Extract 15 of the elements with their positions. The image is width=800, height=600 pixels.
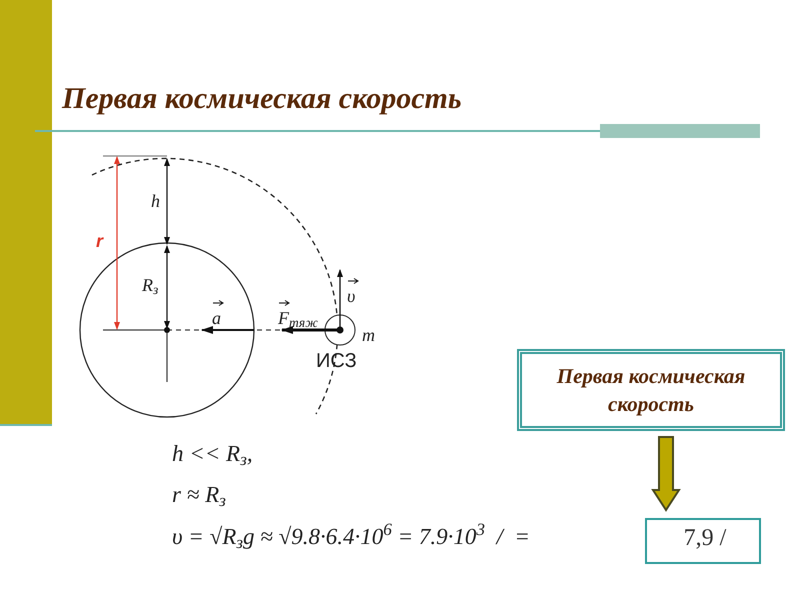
satellite-label: ИСЗ — [316, 350, 357, 372]
variable-label: h — [151, 191, 160, 211]
block-arrow — [651, 436, 681, 512]
vector-label: F$_{тяж}$ — [278, 308, 318, 328]
term-box: Первая космическая скорость — [517, 349, 785, 431]
vector-label: a — [212, 308, 221, 328]
variable-label: R$_{з}$ — [142, 275, 158, 295]
radius-label: r — [96, 231, 104, 251]
result-box: 7,9 / — [645, 518, 761, 564]
formula: h << R$_{з}$, — [172, 441, 253, 466]
vector-label: υ — [347, 286, 356, 306]
slide-title: Первая космическая скорость — [62, 81, 462, 117]
variable-label: m — [362, 325, 375, 345]
formula: r ≈ R$_{з}$ — [172, 482, 226, 507]
formula: υ = √R$_{з}$g ≈ √9.8·6.4·10$^{6}$ = 7.9·10$^{3}$ / = — [172, 524, 530, 549]
